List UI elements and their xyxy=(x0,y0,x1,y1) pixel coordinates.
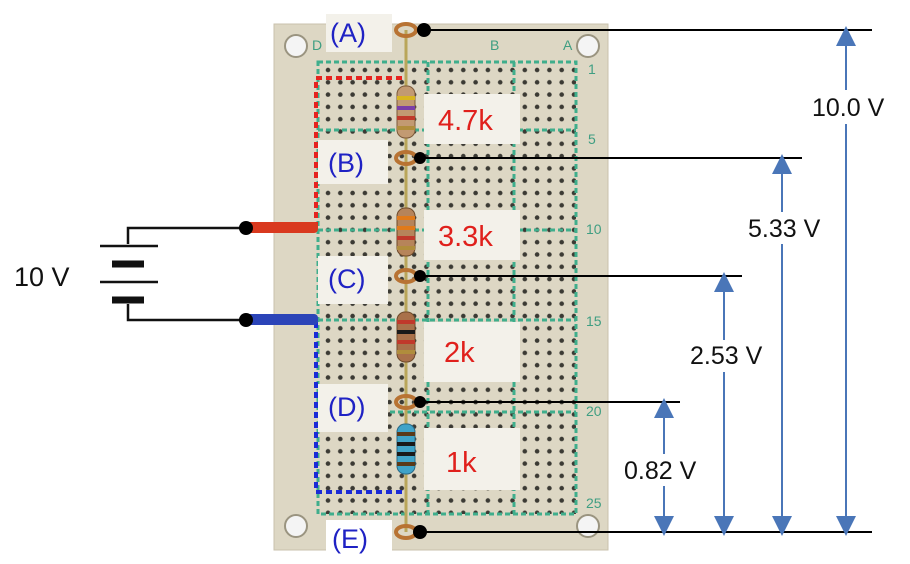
battery-terminal-neg xyxy=(239,313,253,327)
voltage-label-0-82v: 0.82 V xyxy=(624,457,697,485)
mount-hole-br xyxy=(576,514,600,538)
red-group-outline xyxy=(314,76,402,230)
resistor-2k xyxy=(396,311,416,363)
resistor-4-7k xyxy=(396,85,416,139)
board-col-b: B xyxy=(490,37,499,53)
board-col-a: A xyxy=(563,37,573,53)
mount-hole-tr xyxy=(576,34,600,58)
node-label-a: (A) xyxy=(330,18,366,48)
blue-group-outline xyxy=(314,322,406,494)
label-patches xyxy=(318,94,520,490)
node-label-d: (D) xyxy=(328,392,365,422)
node-label-c: (C) xyxy=(328,264,365,294)
blue-lead xyxy=(246,314,318,325)
mount-hole-bl xyxy=(284,514,308,538)
board-row-10: 10 xyxy=(586,221,602,237)
resistor-label-2k: 2k xyxy=(444,337,475,369)
node-dot-b xyxy=(414,152,426,164)
node-label-b: (B) xyxy=(328,148,364,178)
board-row-5: 5 xyxy=(588,131,596,147)
board-row-25: 25 xyxy=(586,495,602,511)
board-row-1: 1 xyxy=(588,61,596,77)
node-dot-e xyxy=(413,525,427,539)
battery-terminal-pos xyxy=(239,221,253,235)
measure-lines xyxy=(420,29,872,533)
battery-symbol xyxy=(100,226,246,322)
node-dot-c xyxy=(414,270,426,282)
voltage-label-10v: 10.0 V xyxy=(812,94,885,122)
voltage-label-2-53v: 2.53 V xyxy=(690,342,763,370)
resistor-1k xyxy=(396,423,416,475)
board-col-d: D xyxy=(312,37,322,53)
red-lead xyxy=(246,222,318,233)
node-dot-d xyxy=(414,396,426,408)
resistor-3-3k xyxy=(396,207,416,257)
resistor-label-1k: 1k xyxy=(446,447,477,479)
mount-hole-tl xyxy=(284,34,308,58)
voltage-label-5-33v: 5.33 V xyxy=(748,215,821,243)
board-row-15: 15 xyxy=(586,313,602,329)
resistor-label-3-3k: 3.3k xyxy=(438,221,493,253)
node-dot-a xyxy=(417,23,431,37)
node-label-e: (E) xyxy=(332,524,368,554)
board-row-20: 20 xyxy=(586,403,602,419)
battery-voltage-label: 10 V xyxy=(14,262,70,292)
resistor-label-4-7k: 4.7k xyxy=(438,105,493,137)
